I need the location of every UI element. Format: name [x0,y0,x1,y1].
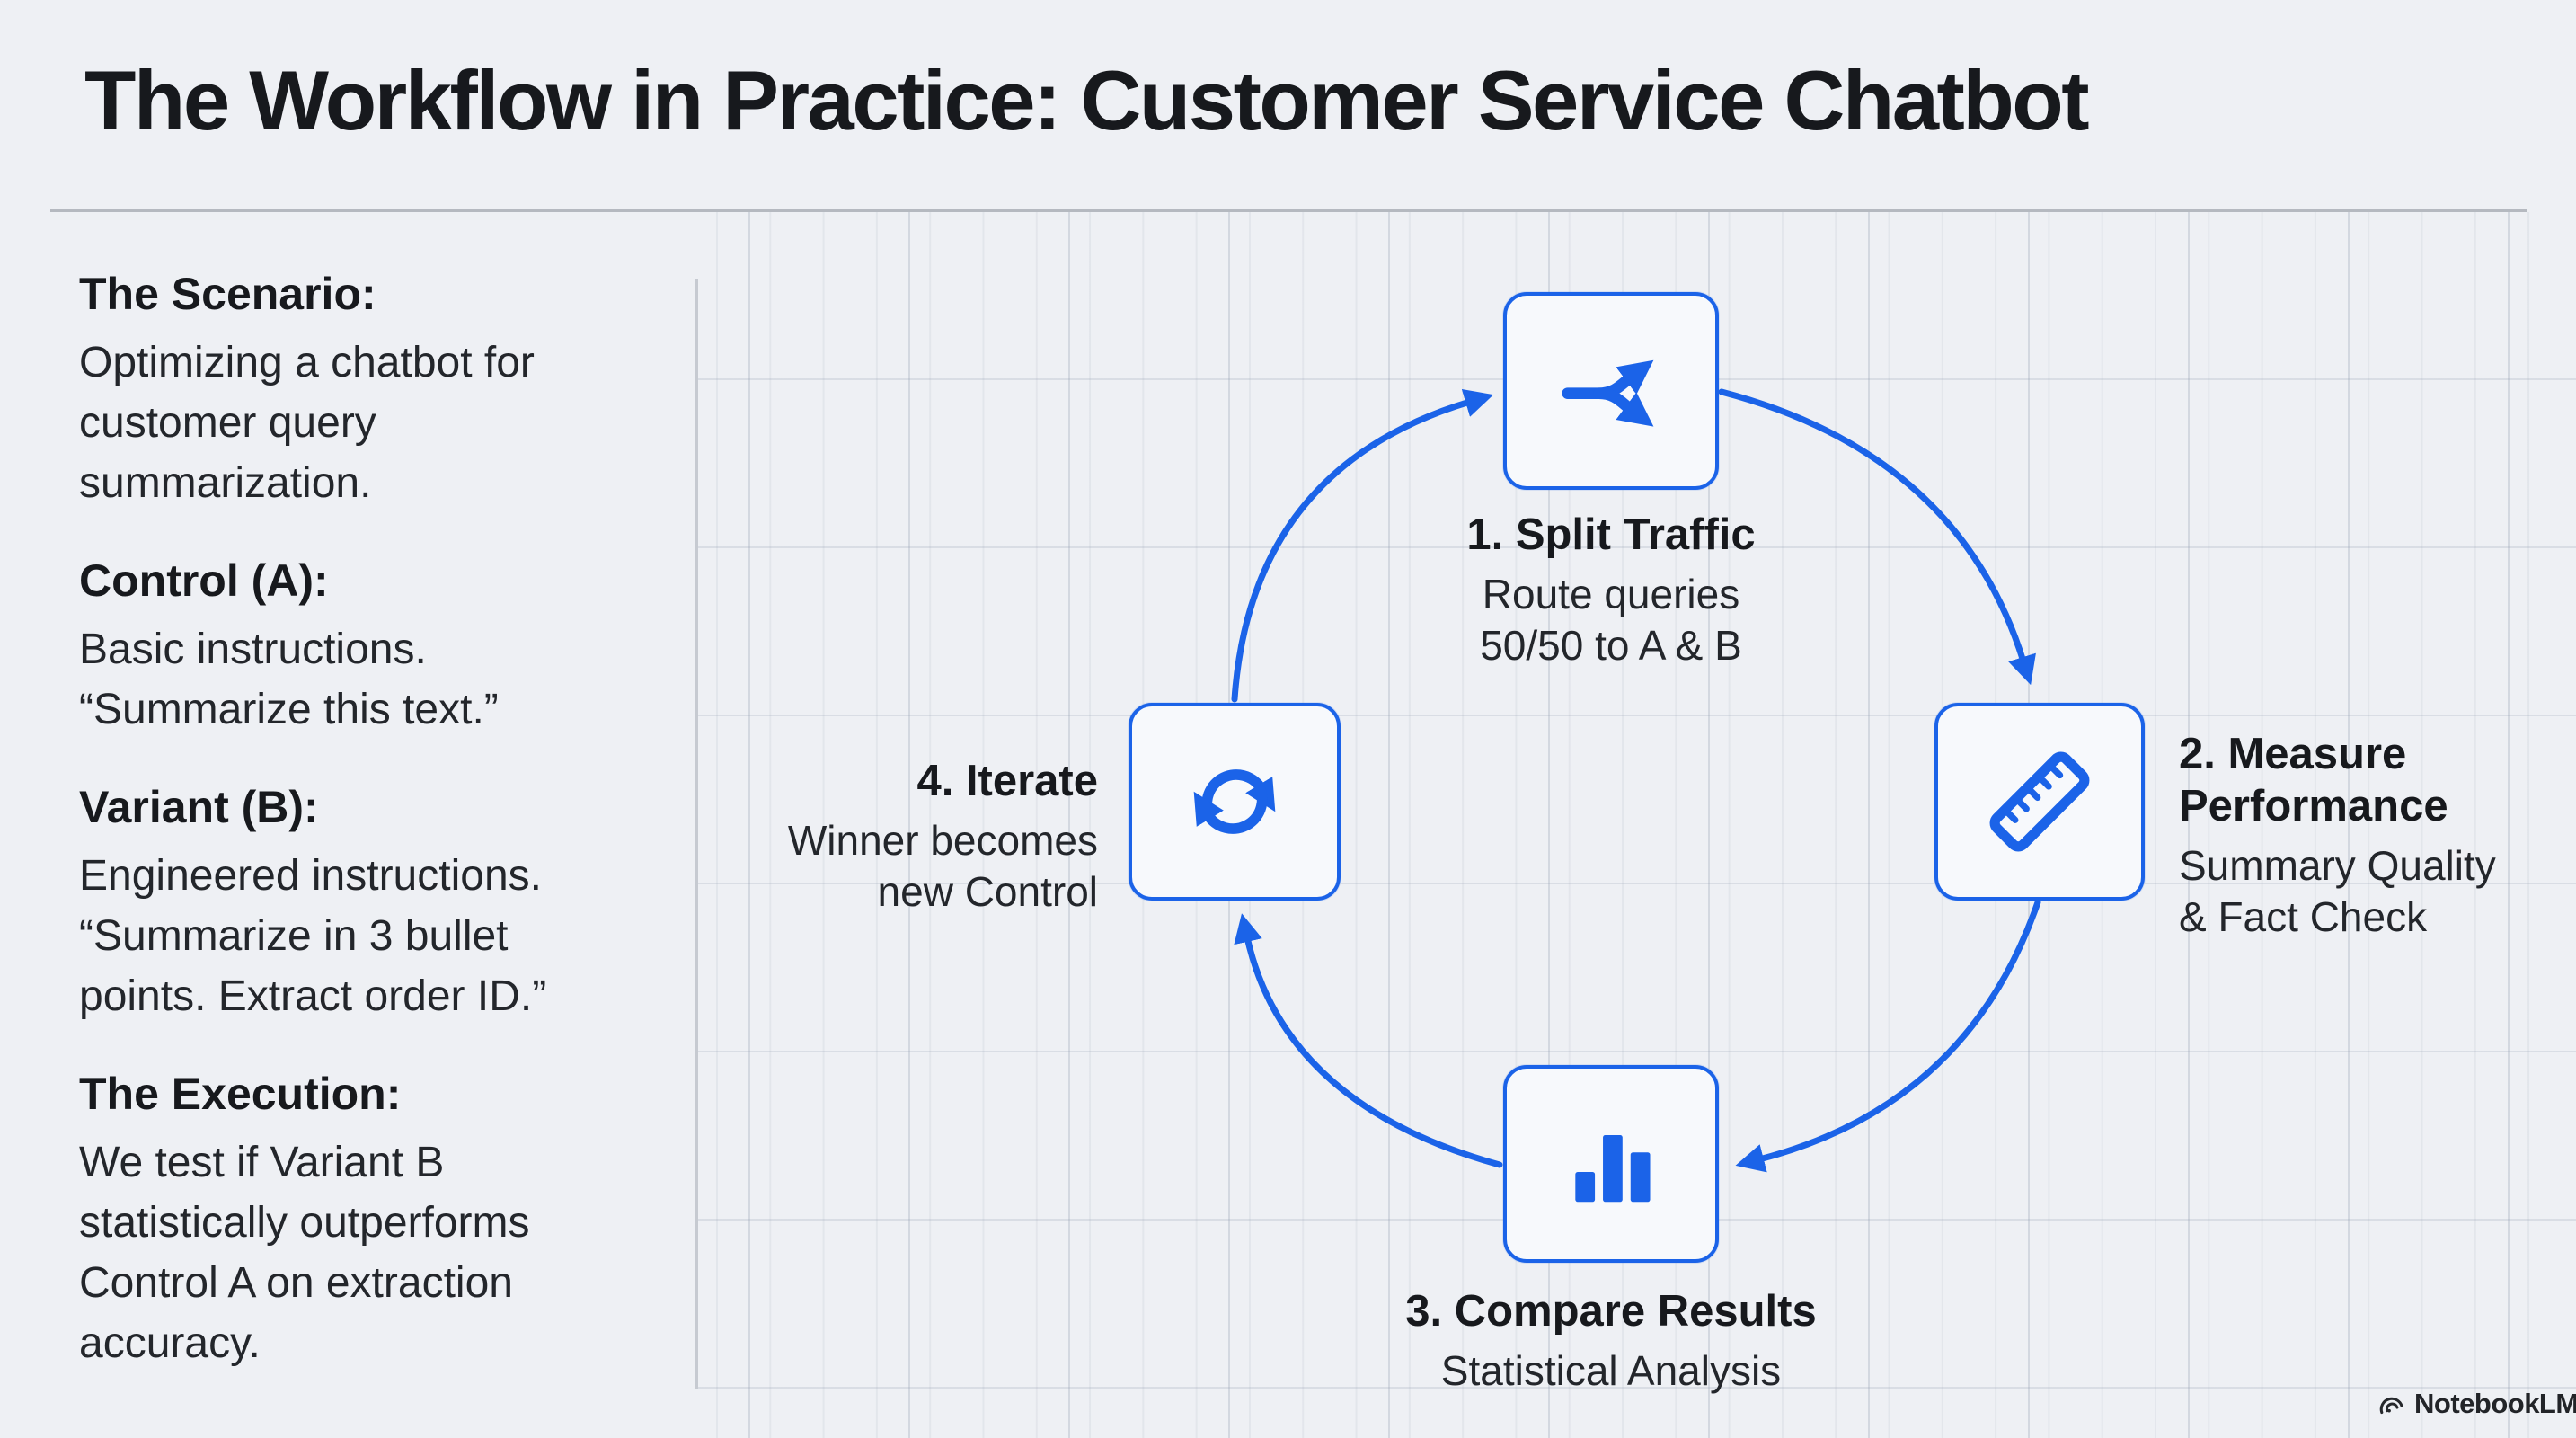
notebooklm-logo-icon [2379,1397,2403,1415]
arrow-measure-to-compare [1735,899,2041,1173]
step-2-label: 2. Measure Performance Summary Quality &… [2179,728,2574,943]
step-4-sub-line-1: Winner becomes [787,817,1098,864]
step-1-sub-line-2: 50/50 to A & B [1480,622,1742,669]
node-compare-results [1503,1065,1719,1263]
notebooklm-wordmark: NotebookLM [2414,1388,2576,1419]
step-1-label: 1. Split Traffic Route queries 50/50 to … [1315,509,1908,671]
scenario-body: Optimizing a chatbot for customer query … [79,339,535,507]
step-3-label: 3. Compare Results Statistical Analysis [1297,1285,1925,1397]
page-title: The Workflow in Practice: Customer Servi… [84,53,2090,147]
step-2-sub-line-1: Summary Quality [2179,842,2496,889]
scenario-heading: The Scenario: [79,269,376,319]
execution-block: The Execution: We test if Variant B stat… [79,1068,618,1373]
control-a-block: Control (A): Basic instructions. “Summar… [79,555,618,740]
control-a-heading: Control (A): [79,555,329,606]
step-2-sub-line-2: & Fact Check [2179,893,2428,940]
step-1-sub-line-1: Route queries [1482,571,1740,617]
split-icon [1562,360,1654,427]
execution-body: We test if Variant B statistically outpe… [79,1139,530,1367]
step-2-title-line-1: 2. Measure [2179,730,2407,778]
ruler-icon [1989,751,2090,852]
step-4-label: 4. Iterate Winner becomes new Control [640,755,1098,918]
column-divider [695,279,698,1389]
variant-b-body: Engineered instructions. “Summarize in 3… [79,852,547,1020]
scenario-block: The Scenario: Optimizing a chatbot for c… [79,268,618,513]
step-3-title: 3. Compare Results [1405,1287,1817,1336]
node-measure-performance [1934,703,2145,901]
arrow-iterate-to-split [1231,388,1494,703]
node-iterate [1129,703,1341,901]
arrow-split-to-measure [1718,388,2036,686]
step-4-title: 4. Iterate [916,757,1098,805]
bar-chart-icon [1575,1135,1651,1203]
notebooklm-brand: NotebookLM [2374,1388,2576,1420]
title-divider [50,209,2527,212]
step-2-title-line-2: Performance [2179,782,2448,830]
control-a-body: Basic instructions. “Summarize this text… [79,626,499,733]
variant-b-block: Variant (B): Engineered instructions. “S… [79,781,618,1026]
step-4-sub-line-2: new Control [877,868,1098,915]
step-1-title: 1. Split Traffic [1466,510,1756,559]
variant-b-heading: Variant (B): [79,782,319,832]
cycle-icon [1193,769,1276,834]
scenario-sidebar: The Scenario: Optimizing a chatbot for c… [79,268,618,1415]
arrow-compare-to-iterate [1234,913,1503,1168]
execution-heading: The Execution: [79,1069,402,1119]
step-3-sub-line-1: Statistical Analysis [1440,1347,1782,1394]
node-split-traffic [1503,292,1719,490]
